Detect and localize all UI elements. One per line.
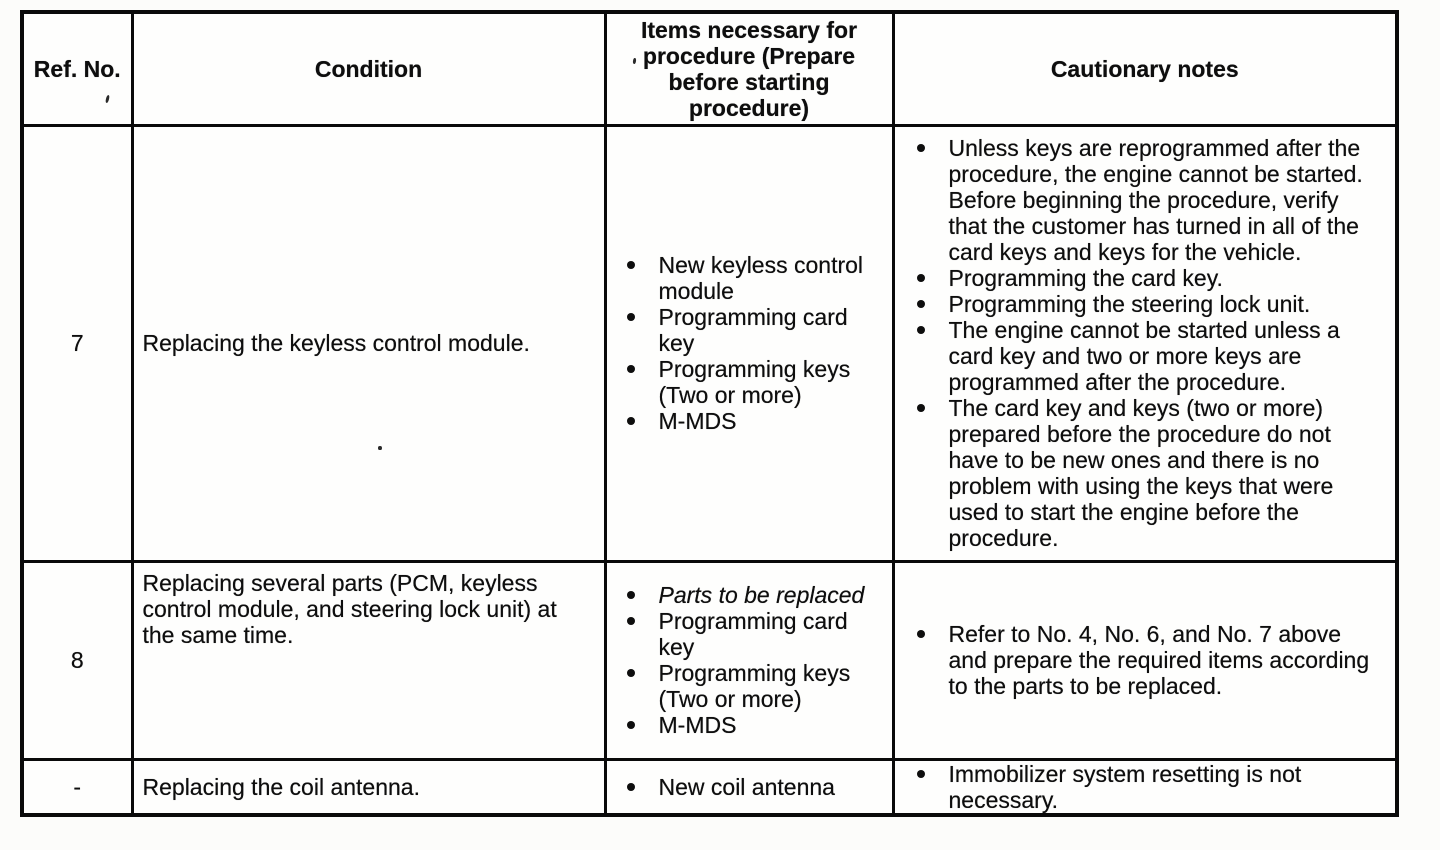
bullet-item: Refer to No. 4, No. 6, and No. 7 above a… [896, 621, 1394, 699]
cautionary-notes-cell: Immobilizer system resetting is not nece… [891, 757, 1399, 817]
header-row: Ref. No. Condition Items necessary for p… [20, 10, 1399, 127]
items-list: New coil antenna [608, 774, 890, 800]
items-cell: Parts to be replaced Programming card ke… [603, 559, 895, 761]
bullet-item: Parts to be replaced [608, 582, 890, 608]
bullet-item: Unless keys are reprogrammed after the p… [896, 135, 1394, 265]
immobilizer-procedure-table: Ref. No. Condition Items necessary for p… [20, 10, 1399, 817]
ref-no-cell: 7 [20, 123, 134, 563]
bullet-item: Programming keys (Two or more) [608, 356, 890, 408]
header-ref-no: Ref. No. [20, 10, 134, 127]
table-row-7: 7 Replacing the keyless control module. … [20, 123, 1399, 563]
scan-artifact [378, 446, 382, 450]
bullet-item: M-MDS [608, 408, 890, 434]
items-list: Parts to be replaced Programming card ke… [608, 582, 890, 738]
table-row-8: 8 Replacing several parts (PCM, keyless … [20, 559, 1399, 761]
bullet-item: New coil antenna [608, 774, 890, 800]
ref-no-cell: - [20, 757, 134, 817]
header-condition: Condition [130, 10, 607, 127]
cautionary-notes-cell: Unless keys are reprogrammed after the p… [891, 123, 1399, 563]
bullet-item: The card key and keys (two or more) prep… [896, 395, 1394, 551]
condition-cell: Replacing the keyless control module. [130, 123, 607, 563]
cautionary-notes-list: Unless keys are reprogrammed after the p… [896, 135, 1394, 551]
items-cell: New coil antenna [603, 757, 895, 817]
bullet-item: The engine cannot be started unless a ca… [896, 317, 1394, 395]
table-row-dash: - Replacing the coil antenna. New coil a… [20, 757, 1399, 817]
bullet-item: Programming the card key. [896, 265, 1394, 291]
bullet-item: Programming card key [608, 608, 890, 660]
ref-no-cell: 8 [20, 559, 134, 761]
bullet-item: Programming card key [608, 304, 890, 356]
cautionary-notes-cell: Refer to No. 4, No. 6, and No. 7 above a… [891, 559, 1399, 761]
header-items-necessary: Items necessary for procedure (Prepare b… [603, 10, 895, 127]
bullet-item: Programming the steering lock unit. [896, 291, 1394, 317]
cautionary-notes-list: Immobilizer system resetting is not nece… [896, 762, 1394, 812]
cautionary-notes-list: Refer to No. 4, No. 6, and No. 7 above a… [896, 621, 1394, 699]
items-list: New keyless control module Programming c… [608, 252, 890, 434]
condition-cell: Replacing several parts (PCM, keyless co… [130, 559, 607, 761]
header-cautionary-notes: Cautionary notes [891, 10, 1399, 127]
bullet-item: Programming keys (Two or more) [608, 660, 890, 712]
bullet-item: New keyless control module [608, 252, 890, 304]
items-cell: New keyless control module Programming c… [603, 123, 895, 563]
condition-cell: Replacing the coil antenna. [130, 757, 607, 817]
bullet-item: Immobilizer system resetting is not nece… [896, 762, 1394, 812]
bullet-item: M-MDS [608, 712, 890, 738]
